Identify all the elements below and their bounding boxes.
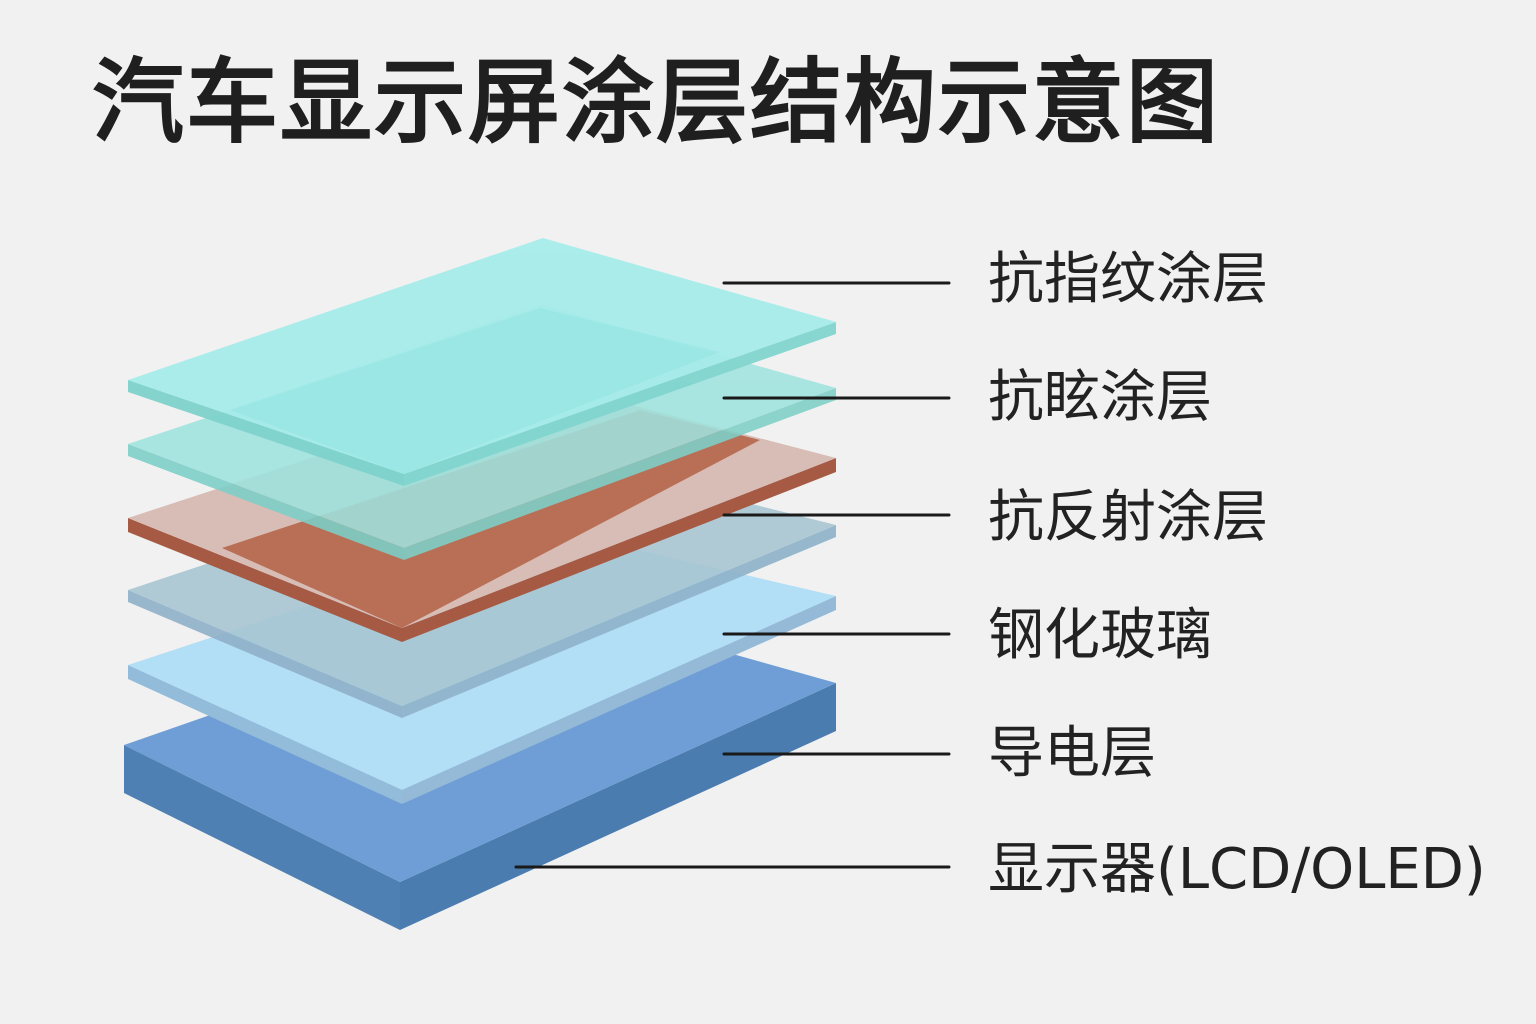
- label-anti-fingerprint: 抗指纹涂层: [988, 247, 1268, 312]
- label-anti-glare: 抗眩涂层: [988, 365, 1212, 430]
- label-tempered-glass: 钢化玻璃: [988, 603, 1212, 668]
- layer-anti-fingerprint: [128, 238, 836, 486]
- label-display: 显示器(LCD/OLED): [988, 837, 1486, 902]
- label-conductive: 导电层: [988, 721, 1156, 786]
- page-title: 汽车显示屏涂层结构示意图: [92, 49, 1221, 156]
- label-anti-reflection: 抗反射涂层: [988, 485, 1268, 550]
